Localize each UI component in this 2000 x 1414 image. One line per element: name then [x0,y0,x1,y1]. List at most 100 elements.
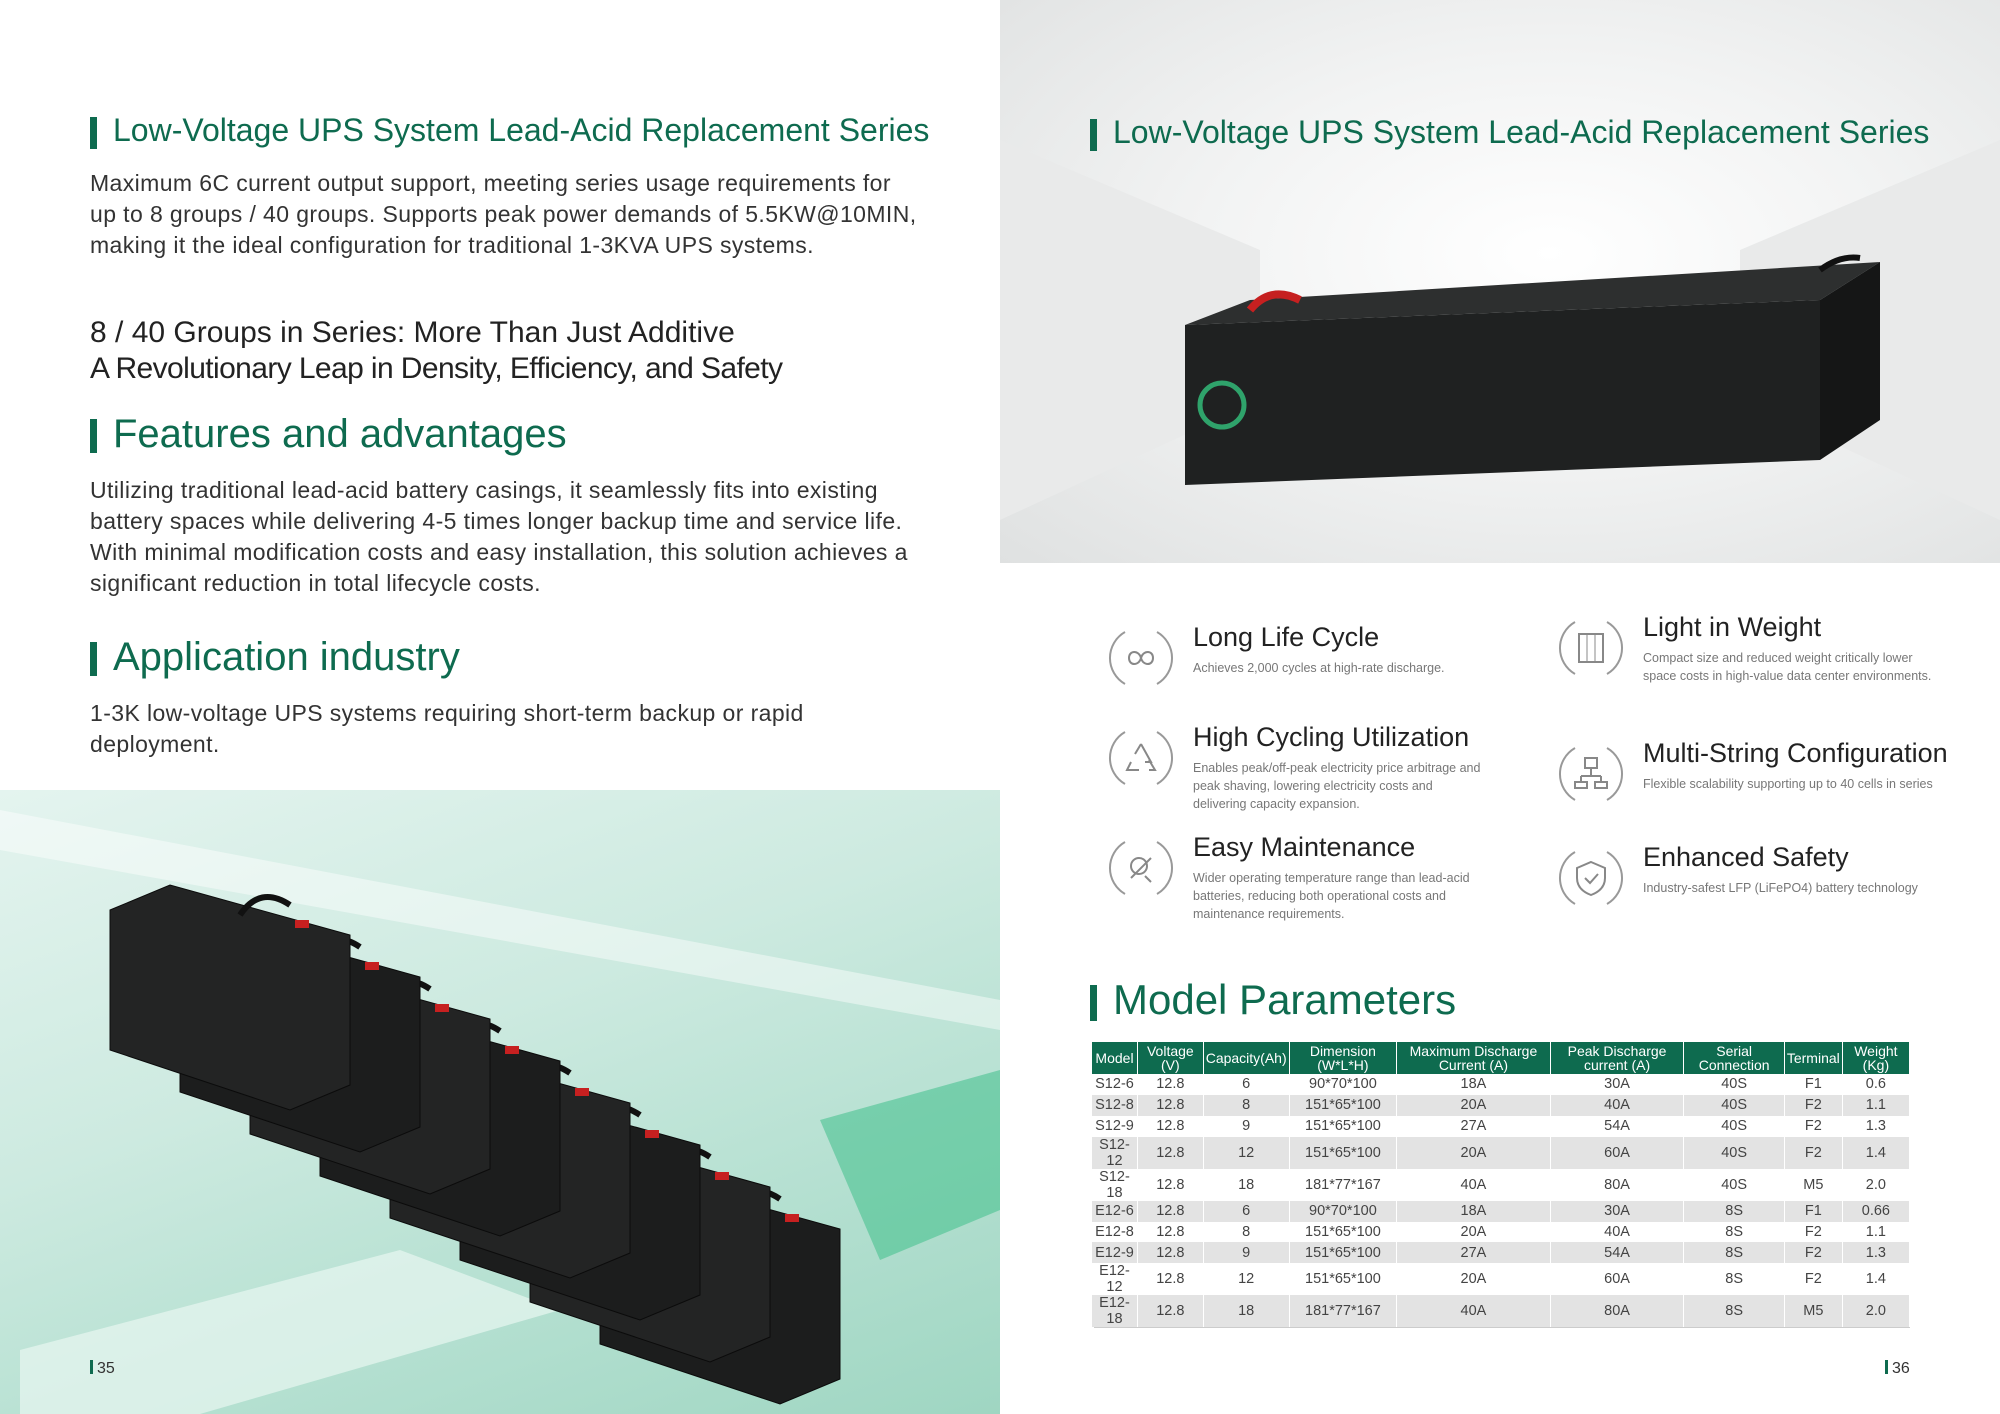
column-header: Peak Discharge current (A) [1550,1042,1685,1074]
table-cell: 40A [1396,1168,1551,1201]
table-cell: 1.1 [1842,1221,1911,1243]
table-cell: 80A [1550,1168,1685,1201]
battery-cell [109,884,351,1111]
shield-check-icon [1558,851,1624,905]
table-cell: F2 [1784,1221,1843,1243]
model-parameters-heading-text: Model Parameters [1113,976,1457,1023]
table-cell: E12-9 [1092,1242,1138,1264]
table-cell: S12-8 [1092,1094,1138,1116]
terminal-cap [435,1004,449,1012]
application-heading-text: Application industry [113,635,460,679]
left-title: Low-Voltage UPS System Lead-Acid Replace… [90,112,929,149]
terminal-cap [715,1172,729,1180]
table-cell: 54A [1550,1115,1685,1137]
column-header: Maximum Discharge Current (A) [1396,1042,1551,1074]
table-cell: 12.8 [1137,1200,1204,1222]
table-cell: 20A [1396,1263,1551,1296]
table-cell: 30A [1550,1074,1685,1095]
table-cell: 12.8 [1137,1136,1204,1169]
table-cell: 12.8 [1137,1295,1204,1328]
table-cell: E12-18 [1092,1295,1138,1328]
table-cell: S12-6 [1092,1074,1138,1095]
table-cell: E12-6 [1092,1200,1138,1222]
feature-description: Flexible scalability supporting up to 40… [1643,777,1933,791]
table-cell: E12-8 [1092,1221,1138,1243]
table-cell: 8 [1203,1221,1290,1243]
table-cell: 90*70*100 [1289,1074,1398,1095]
table-cell: S12-9 [1092,1115,1138,1137]
column-header: Model [1092,1042,1138,1074]
feature-title: Multi-String Configuration [1643,738,1948,768]
feature-description: Industry-safest LFP (LiFePO4) battery te… [1643,881,1918,895]
table-cell: 1.3 [1842,1115,1911,1137]
table-cell: E12-12 [1092,1263,1138,1296]
table-cell: F2 [1784,1115,1843,1137]
table-cell: 8S [1683,1242,1785,1264]
table-cell: 181*77*167 [1289,1168,1398,1201]
table-cell: 40S [1683,1074,1785,1095]
features-heading: Features and advantages [90,412,567,457]
table-cell: 20A [1396,1094,1551,1116]
feature-title: Enhanced Safety [1643,842,1849,872]
table-cell: 27A [1396,1115,1551,1137]
table-cell: 151*65*100 [1289,1221,1398,1243]
table-cell: 40S [1683,1115,1785,1137]
battery-product-photo [0,790,1000,1414]
terminal-cap [295,920,309,928]
table-cell: 18A [1396,1200,1551,1222]
table-cell: F2 [1784,1242,1843,1264]
table-cell: 40S [1683,1094,1785,1116]
table-cell: 40S [1683,1136,1785,1169]
table-cell: 54A [1550,1242,1685,1264]
table-cell: 12 [1203,1263,1290,1296]
table-cell: 40A [1396,1295,1551,1328]
column-header: Weight (Kg) [1842,1042,1911,1074]
feature-title: High Cycling Utilization [1193,722,1470,752]
table-cell: 12.8 [1137,1263,1204,1296]
battery-string-photo [1000,0,2000,563]
column-header: Terminal [1784,1042,1843,1074]
table-cell: 0.6 [1842,1074,1911,1095]
feature-description: Achieves 2,000 cycles at high-rate disch… [1193,661,1445,675]
application-heading: Application industry [90,635,460,680]
page-number-left: 35 [90,1360,115,1378]
table-cell: 151*65*100 [1289,1115,1398,1137]
table-cell: 27A [1396,1242,1551,1264]
column-header: Serial Connection [1683,1042,1785,1074]
table-cell: 8 [1203,1094,1290,1116]
infinity-icon [1108,631,1174,685]
table-cell: 80A [1550,1295,1685,1328]
left-title-text: Low-Voltage UPS System Lead-Acid Replace… [113,112,930,148]
table-cell: 2.0 [1842,1295,1911,1328]
table-cell: 30A [1550,1200,1685,1222]
table-cell: 8S [1683,1263,1785,1296]
features-text: Utilizing traditional lead-acid battery … [90,477,908,596]
wrench-icon [1108,841,1174,895]
right-title-text: Low-Voltage UPS System Lead-Acid Replace… [1113,114,1930,150]
column-header: Dimension (W*L*H) [1289,1042,1398,1074]
table-cell: 90*70*100 [1289,1200,1398,1222]
battery-cells-icon [1558,621,1624,675]
feature-description: Enables peak/off-peak electricity price … [1193,761,1481,811]
table-cell: 12.8 [1137,1074,1204,1095]
table-cell: 2.0 [1842,1168,1911,1201]
table-cell: 181*77*167 [1289,1295,1398,1328]
table-cell: S12-12 [1092,1136,1138,1169]
battery-terminal [237,894,292,917]
table-cell: 20A [1396,1136,1551,1169]
table-cell: 12.8 [1137,1168,1204,1201]
table-cell: 40A [1550,1094,1685,1116]
features-heading-text: Features and advantages [113,412,567,456]
table-cell: 60A [1550,1263,1685,1296]
